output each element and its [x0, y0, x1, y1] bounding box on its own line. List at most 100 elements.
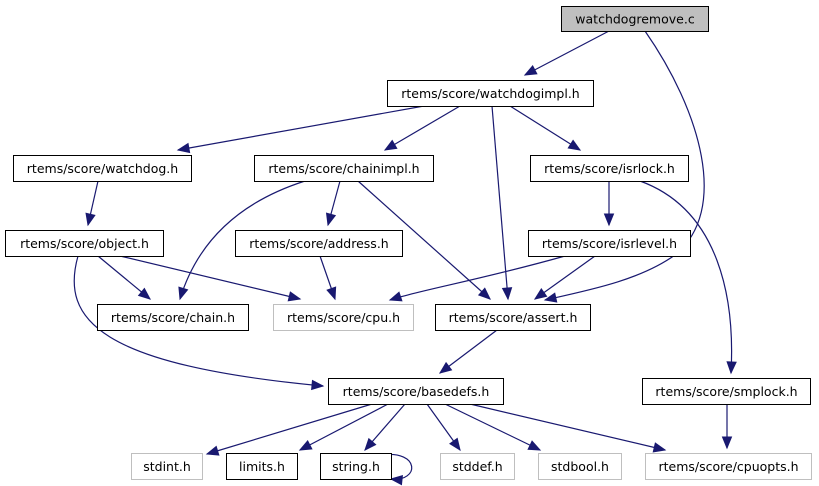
arrowhead-icon — [726, 361, 737, 375]
edge-address-to-cpu — [319, 255, 337, 301]
edge-chainimpl-to-assert — [357, 180, 491, 300]
node-watchdog[interactable]: rtems/score/watchdog.h — [13, 155, 192, 182]
node-object[interactable]: rtems/score/object.h — [5, 230, 164, 257]
arrowhead-icon — [438, 361, 453, 374]
arrowhead-icon — [652, 442, 667, 453]
edge-watchdog-to-object — [85, 180, 99, 227]
node-isrlevel[interactable]: rtems/score/isrlevel.h — [528, 230, 691, 257]
arrowhead-icon — [449, 437, 461, 452]
edge-chainimpl-to-address — [325, 180, 341, 227]
node-limits[interactable]: limits.h — [226, 453, 298, 480]
arrowhead-icon — [543, 292, 558, 303]
node-box — [440, 453, 515, 480]
node-box — [538, 453, 622, 480]
node-label: rtems/score/object.h — [20, 236, 149, 251]
arrowhead-icon — [298, 440, 313, 451]
edge-watchdogimpl-to-isrlock — [509, 105, 582, 151]
edge-smplock-to-cpuopts — [721, 404, 733, 450]
arrowhead-icon — [721, 436, 733, 450]
edge-watchdogimpl-to-watchdog — [176, 105, 425, 154]
arrowhead-icon — [383, 139, 398, 151]
node-box — [328, 378, 504, 405]
edge-line — [534, 255, 596, 300]
node-box — [235, 230, 403, 257]
node-chainimpl[interactable]: rtems/score/chainimpl.h — [254, 155, 434, 182]
node-label: rtems/score/isrlevel.h — [542, 236, 677, 251]
arrowhead-icon — [501, 287, 513, 301]
arrowhead-icon — [287, 291, 302, 302]
node-box — [226, 453, 298, 480]
node-watchdogimpl[interactable]: rtems/score/watchdogimpl.h — [387, 80, 594, 107]
node-stdbool: stdbool.h — [538, 453, 622, 480]
arrowhead-icon — [523, 65, 538, 76]
edges-layer — [73, 30, 737, 486]
node-label: rtems/score/address.h — [249, 236, 388, 251]
edge-line — [469, 403, 666, 451]
node-isrlock[interactable]: rtems/score/isrlock.h — [530, 155, 689, 182]
edge-line — [389, 255, 566, 301]
edge-line — [639, 180, 733, 374]
edge-watchdogimpl-to-assert — [491, 105, 513, 301]
node-label: rtems/score/assert.h — [449, 310, 578, 325]
edge-object-to-chain — [97, 255, 152, 300]
node-label: stddef.h — [452, 459, 502, 474]
node-box — [530, 155, 689, 182]
arrowhead-icon — [388, 291, 403, 302]
node-label: rtems/score/smplock.h — [655, 384, 797, 399]
edge-basedefs-to-limits — [298, 403, 389, 451]
edge-line — [384, 105, 461, 151]
node-box — [273, 304, 414, 331]
node-box — [528, 230, 691, 257]
node-address[interactable]: rtems/score/address.h — [235, 230, 403, 257]
node-box — [435, 304, 591, 331]
node-box — [642, 378, 811, 405]
edge-line — [206, 403, 373, 455]
edge-basedefs-to-stddef — [426, 403, 461, 452]
edge-line — [177, 105, 425, 151]
arrowhead-icon — [477, 287, 491, 300]
edge-object-to-basedefs — [73, 255, 325, 391]
arrowhead-icon — [325, 212, 337, 227]
edge-string-to-string — [381, 453, 413, 486]
node-label: rtems/score/watchdog.h — [27, 161, 178, 176]
edge-basedefs-to-cpuopts — [469, 403, 667, 453]
node-label: string.h — [332, 459, 380, 474]
node-label: stdint.h — [143, 459, 191, 474]
node-stddef: stddef.h — [440, 453, 515, 480]
node-label: rtems/score/isrlock.h — [544, 161, 675, 176]
arrowhead-icon — [326, 286, 337, 301]
edge-basedefs-to-stdint — [205, 403, 373, 456]
node-watchdogremove: watchdogremove.c — [561, 6, 709, 32]
edge-isrlock-to-isrlevel — [603, 181, 615, 227]
node-box — [561, 6, 709, 32]
edge-watchdogremove-to-watchdogimpl — [523, 30, 610, 76]
node-string[interactable]: string.h — [320, 453, 392, 480]
node-label: rtems/score/basedefs.h — [343, 384, 490, 399]
node-assert[interactable]: rtems/score/assert.h — [435, 304, 591, 331]
node-box — [131, 453, 203, 480]
edge-isrlevel-to-assert — [533, 255, 596, 300]
node-box — [97, 304, 249, 331]
edge-object-to-cpu — [119, 255, 302, 302]
edge-basedefs-to-stdbool — [444, 403, 542, 451]
arrowhead-icon — [389, 474, 403, 486]
node-label: rtems/score/cpuopts.h — [658, 459, 798, 474]
edge-isrlock-to-smplock — [639, 180, 737, 375]
node-box — [320, 453, 392, 480]
arrowhead-icon — [527, 440, 542, 451]
edge-line — [509, 105, 581, 151]
node-smplock[interactable]: rtems/score/smplock.h — [642, 378, 811, 405]
node-label: watchdogremove.c — [575, 12, 695, 27]
node-box — [387, 80, 594, 107]
edge-line — [299, 403, 389, 451]
nodes-layer: watchdogremove.c rtems/score/watchdogimpl… — [5, 6, 812, 480]
node-box — [13, 155, 192, 182]
arrowhead-icon — [533, 288, 548, 300]
edge-basedefs-to-string — [364, 403, 406, 451]
node-box — [5, 230, 164, 257]
node-basedefs[interactable]: rtems/score/basedefs.h — [328, 378, 504, 405]
edge-line — [524, 30, 610, 76]
node-box — [645, 453, 812, 480]
node-chain[interactable]: rtems/score/chain.h — [97, 304, 249, 331]
